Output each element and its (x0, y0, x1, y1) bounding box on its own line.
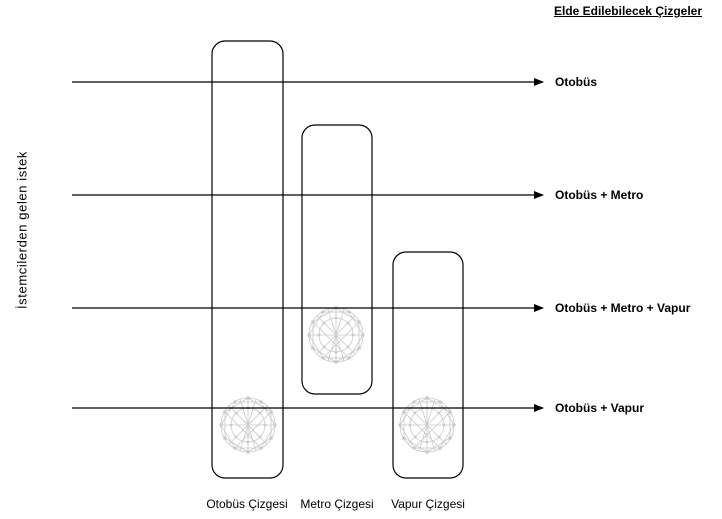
diagram-heading: Elde Edilebilecek Çizgeler (554, 4, 702, 18)
column-label-vapur: Vapur Çizgesi (391, 497, 465, 511)
outcome-label-otobus-metro: Otobüs + Metro (555, 188, 643, 202)
otobus-graph-icon (219, 396, 276, 454)
outcome-label-otobus: Otobüs (555, 75, 597, 89)
outcome-label-otobus-metro-vapur: Otobüs + Metro + Vapur (555, 301, 690, 315)
outcome-label-otobus-vapur: Otobüs + Vapur (555, 401, 644, 415)
metro-graph-box (302, 125, 372, 394)
y-axis-label: İstemcilerden gelen istek (15, 151, 30, 309)
column-label-metro: Metro Çizgesi (300, 497, 373, 511)
vapur-graph-icon (398, 396, 455, 454)
metro-graph-icon (307, 306, 364, 364)
vapur-graph-box (393, 252, 463, 478)
column-label-otobus: Otobüs Çizgesi (206, 497, 287, 511)
